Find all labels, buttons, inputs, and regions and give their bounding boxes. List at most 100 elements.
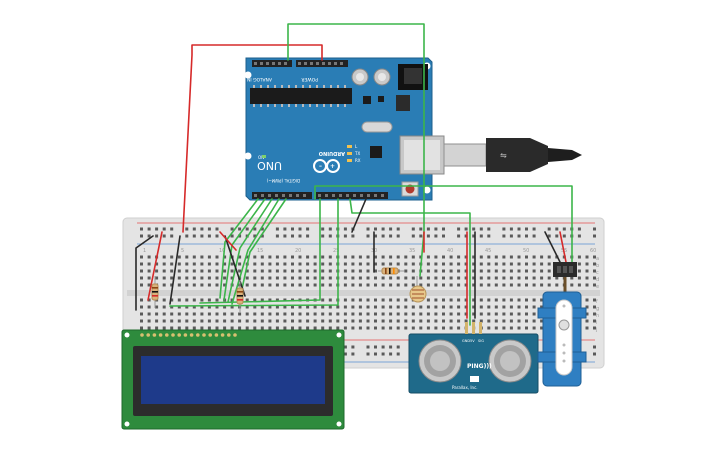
breadboard-hole[interactable]	[192, 269, 196, 273]
breadboard-hole[interactable]	[494, 319, 498, 323]
breadboard-hole[interactable]	[268, 319, 272, 323]
breadboard-hole[interactable]	[509, 283, 513, 287]
breadboard-hole[interactable]	[321, 276, 325, 280]
rail-hole[interactable]	[306, 227, 310, 231]
rail-hole[interactable]	[457, 234, 461, 238]
breadboard-hole[interactable]	[328, 305, 332, 309]
breadboard-hole[interactable]	[351, 305, 355, 309]
breadboard-hole[interactable]	[381, 298, 385, 302]
breadboard-hole[interactable]	[260, 305, 264, 309]
arduino-uno[interactable]: ANALOG IN POWER	[244, 57, 445, 201]
breadboard-hole[interactable]	[396, 298, 400, 302]
breadboard-hole[interactable]	[366, 312, 370, 316]
breadboard-hole[interactable]	[268, 326, 272, 330]
breadboard-hole[interactable]	[298, 305, 302, 309]
breadboard-hole[interactable]	[177, 283, 181, 287]
breadboard-hole[interactable]	[343, 305, 347, 309]
lcd-pin[interactable]	[177, 333, 181, 337]
breadboard-hole[interactable]	[449, 269, 453, 273]
breadboard-hole[interactable]	[245, 255, 249, 259]
breadboard-hole[interactable]	[449, 276, 453, 280]
breadboard-hole[interactable]	[404, 298, 408, 302]
breadboard-hole[interactable]	[177, 298, 181, 302]
breadboard-hole[interactable]	[351, 319, 355, 323]
breadboard-hole[interactable]	[509, 269, 513, 273]
breadboard-hole[interactable]	[230, 326, 234, 330]
breadboard-hole[interactable]	[494, 305, 498, 309]
breadboard-hole[interactable]	[479, 312, 483, 316]
lcd-pin[interactable]	[214, 333, 219, 337]
breadboard-hole[interactable]	[298, 255, 302, 259]
breadboard-hole[interactable]	[396, 326, 400, 330]
breadboard-hole[interactable]	[343, 298, 347, 302]
breadboard-hole[interactable]	[253, 276, 257, 280]
breadboard-hole[interactable]	[260, 298, 264, 302]
breadboard-hole[interactable]	[457, 269, 461, 273]
breadboard-hole[interactable]	[509, 276, 513, 280]
breadboard-hole[interactable]	[593, 326, 596, 330]
breadboard-hole[interactable]	[185, 326, 189, 330]
breadboard-hole[interactable]	[374, 312, 377, 316]
breadboard-hole[interactable]	[404, 262, 408, 266]
breadboard-hole[interactable]	[306, 305, 310, 309]
wire-gnd-lcd[interactable]	[169, 235, 181, 305]
rail-hole[interactable]	[260, 234, 264, 238]
rail-hole[interactable]	[162, 227, 166, 231]
breadboard-hole[interactable]	[593, 283, 596, 287]
breadboard-hole[interactable]	[223, 283, 227, 287]
breadboard-hole[interactable]	[192, 298, 196, 302]
rail-hole[interactable]	[562, 234, 566, 238]
breadboard-hole[interactable]	[215, 262, 219, 266]
breadboard-hole[interactable]	[577, 283, 581, 287]
breadboard-hole[interactable]	[517, 326, 521, 330]
breadboard-hole[interactable]	[457, 255, 461, 259]
rail-hole[interactable]	[472, 227, 476, 231]
rail-hole[interactable]	[577, 234, 581, 238]
breadboard-hole[interactable]	[464, 305, 468, 309]
breadboard-hole[interactable]	[502, 276, 506, 280]
breadboard-hole[interactable]	[185, 319, 189, 323]
breadboard-hole[interactable]	[140, 312, 143, 316]
rail-hole[interactable]	[207, 234, 211, 238]
breadboard-hole[interactable]	[170, 283, 174, 287]
breadboard-hole[interactable]	[585, 326, 589, 330]
breadboard-hole[interactable]	[200, 305, 204, 309]
breadboard-hole[interactable]	[223, 326, 227, 330]
breadboard-hole[interactable]	[366, 276, 370, 280]
breadboard-hole[interactable]	[381, 312, 385, 316]
breadboard-hole[interactable]	[426, 319, 430, 323]
breadboard-hole[interactable]	[306, 269, 310, 273]
breadboard-hole[interactable]	[577, 276, 581, 280]
breadboard-hole[interactable]	[442, 298, 445, 302]
breadboard-hole[interactable]	[185, 255, 189, 259]
usb-cable[interactable]: ⇋	[443, 138, 582, 172]
breadboard-hole[interactable]	[517, 255, 521, 259]
breadboard-hole[interactable]	[464, 276, 468, 280]
rail-hole[interactable]	[434, 227, 438, 231]
breadboard-hole[interactable]	[155, 312, 159, 316]
wire-servo-signal[interactable]	[314, 185, 573, 263]
breadboard-hole[interactable]	[162, 262, 166, 266]
breadboard-hole[interactable]	[525, 283, 528, 287]
breadboard-hole[interactable]	[442, 283, 445, 287]
rail-hole[interactable]	[562, 227, 566, 231]
breadboard-hole[interactable]	[321, 298, 325, 302]
breadboard-hole[interactable]	[147, 312, 151, 316]
breadboard-hole[interactable]	[140, 269, 143, 273]
breadboard-hole[interactable]	[540, 262, 544, 266]
breadboard-hole[interactable]	[547, 276, 551, 280]
breadboard-hole[interactable]	[260, 262, 264, 266]
breadboard-hole[interactable]	[532, 319, 536, 323]
breadboard-hole[interactable]	[525, 298, 528, 302]
breadboard-hole[interactable]	[525, 276, 528, 280]
breadboard-hole[interactable]	[389, 305, 393, 309]
breadboard-hole[interactable]	[260, 319, 264, 323]
breadboard-hole[interactable]	[245, 269, 249, 273]
wire-lcd-d1[interactable]	[219, 198, 259, 299]
breadboard-hole[interactable]	[155, 269, 159, 273]
breadboard-hole[interactable]	[472, 283, 476, 287]
breadboard-hole[interactable]	[540, 305, 544, 309]
lcd-pin[interactable]	[233, 333, 237, 337]
breadboard-hole[interactable]	[442, 255, 445, 259]
breadboard-hole[interactable]	[502, 298, 506, 302]
